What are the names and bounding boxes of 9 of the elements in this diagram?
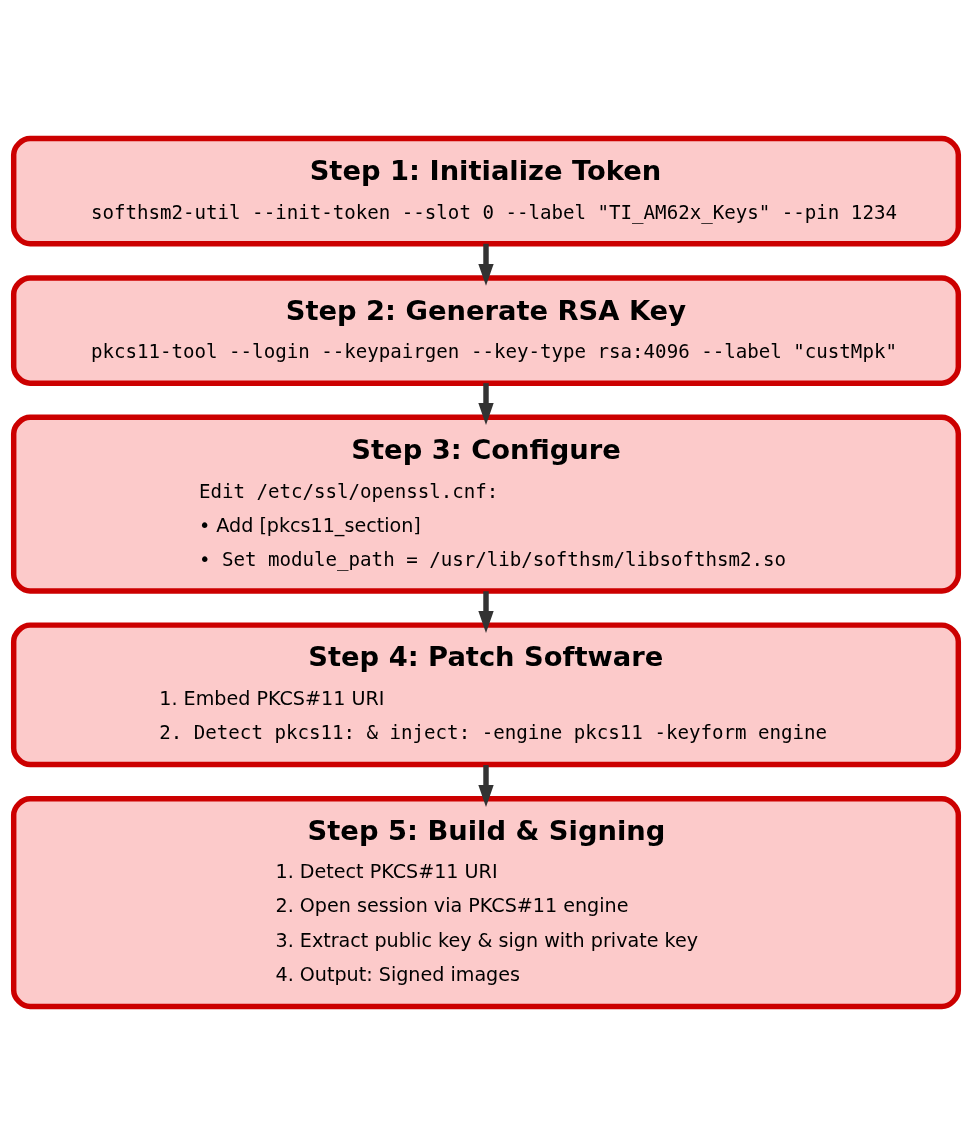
node-box: Step 3: Configure Edit /etc/ssl/openssl.cnf: • Add [pkcs11_section] • Set module_path = /usr/lib/softhsm/libsofthsm2.so bbox=[10, 414, 962, 594]
node-box: Step 2: Generate RSA Key pkcs11-tool --login --keypairgen --key-type rsa:4096 --label "custMpk" bbox=[10, 274, 962, 386]
arrow bbox=[478, 764, 494, 807]
arrow bbox=[478, 243, 494, 286]
node-box: Step 5: Build & Signing 1. Detect PKCS#11 URI 2. Open session via PKCS#11 engine 3. Extract public key & sign with private key 4. Output: Signed images bbox=[10, 795, 962, 1009]
node-box: Step 1: Initialize Token softhsm2-util --init-token --slot 0 --label "TI_AM62x_Keys" --pin 1234 bbox=[10, 135, 962, 246]
node-box: Step 4: Patch Software 1. Embed PKCS#11 URI 2. Detect pkcs11: & inject: -engine pkcs11 -keyform engine bbox=[10, 621, 962, 767]
arrow bbox=[478, 382, 494, 425]
arrow bbox=[478, 590, 494, 633]
